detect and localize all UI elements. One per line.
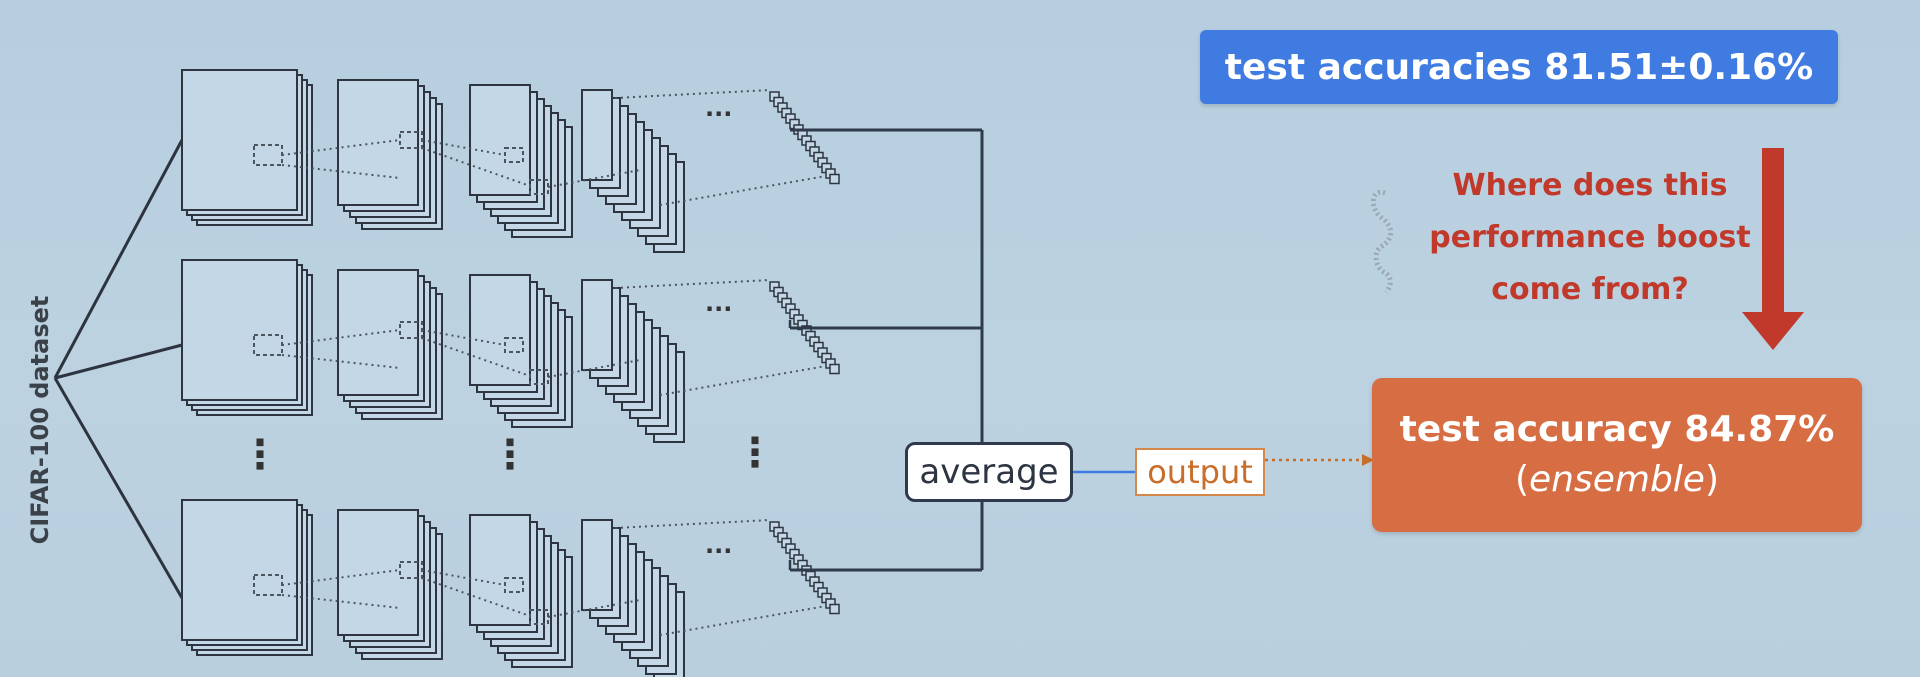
dotted-connector-6	[614, 519, 771, 529]
dotted-connector-1	[281, 329, 401, 346]
red-arrow-head	[1742, 312, 1804, 350]
network-row-3	[181, 499, 840, 677]
fc-vector	[769, 521, 840, 615]
conv-stack-2	[337, 79, 443, 230]
question-line-2: performance boost	[1429, 220, 1751, 255]
conv-stack-3	[469, 274, 573, 428]
dotted-connector-2	[281, 354, 401, 369]
dotted-connector-2	[281, 594, 401, 609]
dotted-connector-4	[421, 577, 531, 617]
conv-stack-2	[337, 509, 443, 660]
ensemble-italic: ensemble	[1529, 459, 1705, 500]
dotted-connector-6	[614, 89, 771, 99]
conv-stack-1	[181, 259, 313, 416]
dotted-connector-1	[281, 569, 401, 586]
ensemble-accuracy-box: test accuracy 84.87% (ensemble)	[1372, 378, 1862, 532]
dotted-connector-3	[421, 569, 506, 586]
conv-stack-1	[181, 69, 313, 226]
dotted-connector-7	[659, 174, 833, 206]
dotted-connector-1	[281, 139, 401, 156]
dotted-connector-3	[421, 139, 506, 156]
conv-stack-1	[181, 499, 313, 656]
ensemble-label: (ensemble)	[1515, 455, 1719, 505]
dotted-connector-6	[614, 279, 771, 289]
average-box: average	[905, 442, 1073, 502]
question-line-3: come from?	[1491, 272, 1689, 307]
conv-stack-4	[581, 279, 685, 443]
output-box: output	[1135, 448, 1265, 496]
ensemble-paren-close: )	[1704, 459, 1720, 500]
dataset-fan-lines	[53, 139, 184, 599]
test-accuracies-text: test accuracies 81.51±0.16%	[1224, 46, 1814, 88]
dotted-connector-7	[659, 364, 833, 396]
conv-stack-3	[469, 514, 573, 668]
ellipsis-row-1: ···	[705, 100, 733, 128]
fc-vector	[769, 91, 840, 185]
network-rows	[181, 69, 840, 677]
question-squiggle-icon	[1370, 189, 1394, 294]
dotted-connector-4	[421, 147, 531, 187]
ensemble-paren-open: (	[1514, 459, 1530, 500]
dataset-label: CIFAR-100 dataset	[26, 295, 54, 545]
average-label: average	[919, 452, 1059, 492]
test-accuracies-box: test accuracies 81.51±0.16%	[1200, 30, 1838, 104]
ellipsis-row-3: ···	[705, 537, 733, 565]
red-arrow-shaft	[1762, 148, 1784, 318]
dotted-connector-2	[281, 164, 401, 179]
dotted-connector-3	[421, 329, 506, 346]
question-text: Where does this performance boost come f…	[1410, 160, 1770, 316]
conv-stack-4	[581, 89, 685, 253]
dotted-connector-7	[659, 604, 833, 636]
ensemble-accuracy-text: test accuracy 84.87%	[1399, 409, 1835, 450]
question-line-1: Where does this	[1452, 168, 1728, 203]
conv-stack-3	[469, 84, 573, 238]
network-row-1	[181, 69, 840, 253]
vertical-dots-3: ⋮	[735, 430, 775, 476]
dotted-connector-4	[421, 337, 531, 377]
network-row-2	[181, 259, 840, 443]
conv-stack-2	[337, 269, 443, 420]
vertical-dots-1: ⋮	[240, 432, 280, 478]
output-to-ensemble-arrowhead	[1362, 454, 1374, 466]
conv-stack-4	[581, 519, 685, 677]
output-label: output	[1147, 453, 1253, 491]
fc-vector	[769, 281, 840, 375]
vertical-dots-2: ⋮	[490, 432, 530, 478]
aggregation-lines	[790, 128, 984, 572]
ellipsis-row-2: ···	[705, 295, 733, 323]
